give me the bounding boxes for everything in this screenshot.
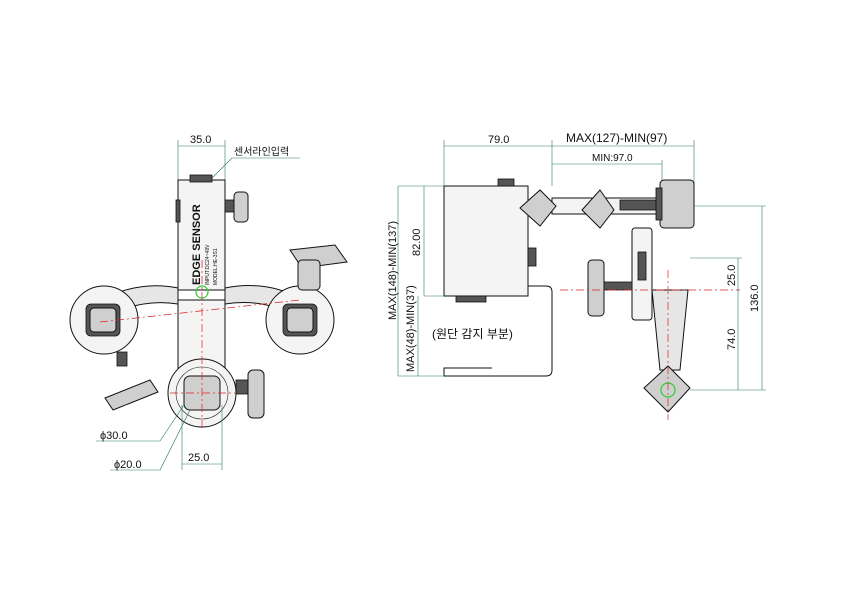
left-view: 35.0 센서라인입력 EDGE SENSOR INPUT:DC24~48V M… xyxy=(69,134,348,471)
height-82-label: 82.00 xyxy=(411,228,423,256)
sensor-housing xyxy=(443,185,529,297)
max-min-48-label: MAX(48)-MIN(37) xyxy=(405,285,417,372)
rod-knob-mid xyxy=(581,189,615,229)
body-text: EDGE SENSOR xyxy=(191,204,203,285)
lower-arm xyxy=(651,289,689,371)
max-min-top-label: MAX(127)-MIN(97) xyxy=(566,131,667,145)
rod-knob-left xyxy=(519,189,557,227)
body-small-text: INPUT:DC24~48V xyxy=(205,244,211,285)
sensor-line-label: 센서라인입력 xyxy=(234,145,289,158)
body-model-text: MODEL:HE-3S1 xyxy=(213,248,219,285)
dia30-label: ϕ30.0 xyxy=(100,430,128,442)
detect-part-label: (원단 감지 부분) xyxy=(432,327,513,341)
bottom-dim-label: 25.0 xyxy=(188,452,209,464)
dia20-label: ϕ20.0 xyxy=(114,459,142,471)
rod-end-knob xyxy=(659,179,695,229)
lower-column xyxy=(177,299,226,371)
roller-knob xyxy=(643,365,691,413)
width-dim-label: 35.0 xyxy=(190,134,211,146)
max-min-148-label: MAX(148)-MIN(137) xyxy=(387,221,399,320)
adjust-knob-left xyxy=(104,379,159,411)
dim-136-label: 136.0 xyxy=(749,284,761,312)
top-width-label: 79.0 xyxy=(488,134,509,146)
dim-25-label: 25.0 xyxy=(726,265,738,286)
dim-74-label: 74.0 xyxy=(726,329,738,350)
right-view: 79.0 MAX(127)-MIN(97) MIN:97.0 (원단 감지 부분… xyxy=(387,131,766,420)
detect-bracket xyxy=(443,285,553,377)
bracket-knob xyxy=(587,259,605,317)
adjust-knob-top xyxy=(233,191,249,223)
adjust-knob-right xyxy=(247,369,265,419)
min-top-label: MIN:97.0 xyxy=(592,153,633,164)
